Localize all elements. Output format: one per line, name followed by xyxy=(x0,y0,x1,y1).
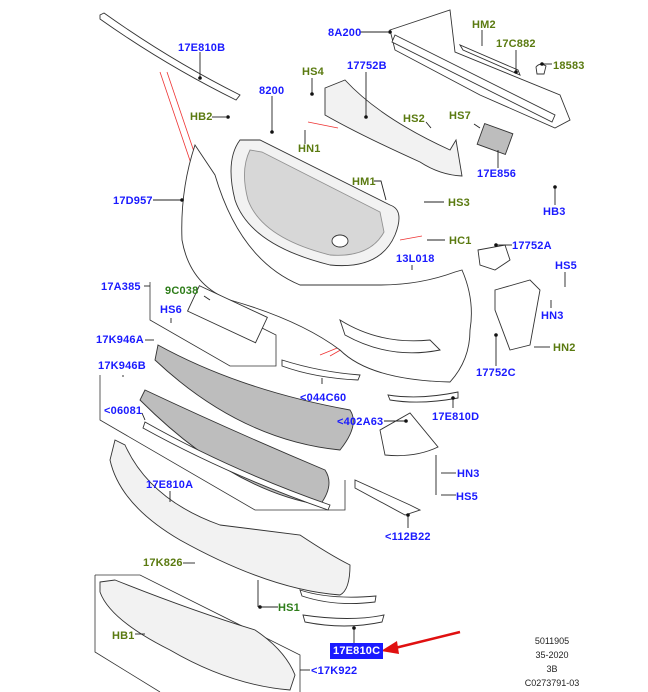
part-402A63[interactable] xyxy=(379,412,439,457)
highlight-arrow xyxy=(381,630,461,654)
label-HC1[interactable]: HC1 xyxy=(449,235,472,247)
part-17E810C-strip[interactable] xyxy=(302,614,385,627)
part-17C882[interactable] xyxy=(458,44,521,76)
part-17E810A-undertray[interactable] xyxy=(109,439,351,596)
part-17752A[interactable] xyxy=(477,244,511,271)
label-HB1[interactable]: HB1 xyxy=(112,630,135,642)
label-9C038[interactable]: 9C038 xyxy=(165,285,199,297)
label-112B22[interactable]: <112B22 xyxy=(385,531,431,543)
label-17E810A[interactable]: 17E810A xyxy=(146,479,194,491)
label-17E810C-highlighted[interactable]: 17E810C xyxy=(329,643,384,659)
label-HN3-upper[interactable]: HN3 xyxy=(541,310,564,322)
footer-line-1: 5011905 xyxy=(534,636,570,646)
part-17D957-bumper-cover[interactable] xyxy=(181,143,472,383)
label-HN1[interactable]: HN1 xyxy=(298,143,321,155)
label-17K946B[interactable]: 17K946B xyxy=(98,360,146,372)
label-044C60[interactable]: <044C60 xyxy=(300,392,347,404)
part-112B22[interactable] xyxy=(354,479,422,516)
label-17752B[interactable]: 17752B xyxy=(347,60,387,72)
label-HS5-upper[interactable]: HS5 xyxy=(555,260,577,272)
part-18583[interactable] xyxy=(535,63,547,75)
label-17752C[interactable]: 17752C xyxy=(476,367,516,379)
part-17E810D[interactable] xyxy=(387,391,459,403)
part-8200-grille[interactable] xyxy=(230,139,400,267)
label-HS1[interactable]: HS1 xyxy=(278,602,300,614)
label-17E856[interactable]: 17E856 xyxy=(477,168,517,180)
label-HM1[interactable]: HM1 xyxy=(352,176,376,188)
label-17C882[interactable]: 17C882 xyxy=(496,38,536,50)
part-17752B-reinforcement[interactable] xyxy=(324,79,463,177)
label-17752A[interactable]: 17752A xyxy=(512,240,552,252)
label-HB2[interactable]: HB2 xyxy=(190,111,213,123)
label-HS2[interactable]: HS2 xyxy=(403,113,425,125)
part-06081-strip[interactable] xyxy=(142,421,331,511)
label-8200[interactable]: 8200 xyxy=(259,85,285,97)
part-17752C[interactable] xyxy=(494,279,541,351)
label-HB3[interactable]: HB3 xyxy=(543,206,566,218)
label-HN2[interactable]: HN2 xyxy=(553,342,576,354)
part-17A385-plate[interactable] xyxy=(186,285,268,344)
label-17D957[interactable]: 17D957 xyxy=(113,195,153,207)
label-17E810D[interactable]: 17E810D xyxy=(432,411,480,423)
label-17E810B[interactable]: 17E810B xyxy=(178,42,226,54)
part-17K922-tray[interactable] xyxy=(99,579,296,691)
part-17K946A-lower-grille[interactable] xyxy=(154,344,354,451)
label-06081[interactable]: <06081 xyxy=(104,405,143,417)
label-17K946A[interactable]: 17K946A xyxy=(96,334,144,346)
footer-line-4: C0273791-03 xyxy=(524,678,580,688)
part-044C60[interactable] xyxy=(281,359,361,381)
label-17K922[interactable]: <17K922 xyxy=(311,665,358,677)
label-17K826[interactable]: 17K826 xyxy=(143,557,183,569)
label-HS5-lower[interactable]: HS5 xyxy=(456,491,478,503)
part-17E856[interactable] xyxy=(476,122,514,156)
label-HS7[interactable]: HS7 xyxy=(449,110,471,122)
label-HS6[interactable]: HS6 xyxy=(160,304,182,316)
footer-line-2: 35-2020 xyxy=(535,650,569,660)
label-13L018[interactable]: 13L018 xyxy=(396,253,435,265)
part-8A200-beam[interactable] xyxy=(389,9,571,129)
label-HS3[interactable]: HS3 xyxy=(448,197,470,209)
label-8A200[interactable]: 8A200 xyxy=(328,27,362,39)
label-402A63[interactable]: <402A63 xyxy=(337,416,384,428)
label-17A385[interactable]: 17A385 xyxy=(101,281,141,293)
footer-line-3: 3B xyxy=(546,664,558,674)
label-18583[interactable]: 18583 xyxy=(553,60,585,72)
label-HN3-lower[interactable]: HN3 xyxy=(457,468,480,480)
label-HS4[interactable]: HS4 xyxy=(302,66,324,78)
label-HM2[interactable]: HM2 xyxy=(472,19,496,31)
part-17E810B-strip[interactable] xyxy=(99,12,241,101)
